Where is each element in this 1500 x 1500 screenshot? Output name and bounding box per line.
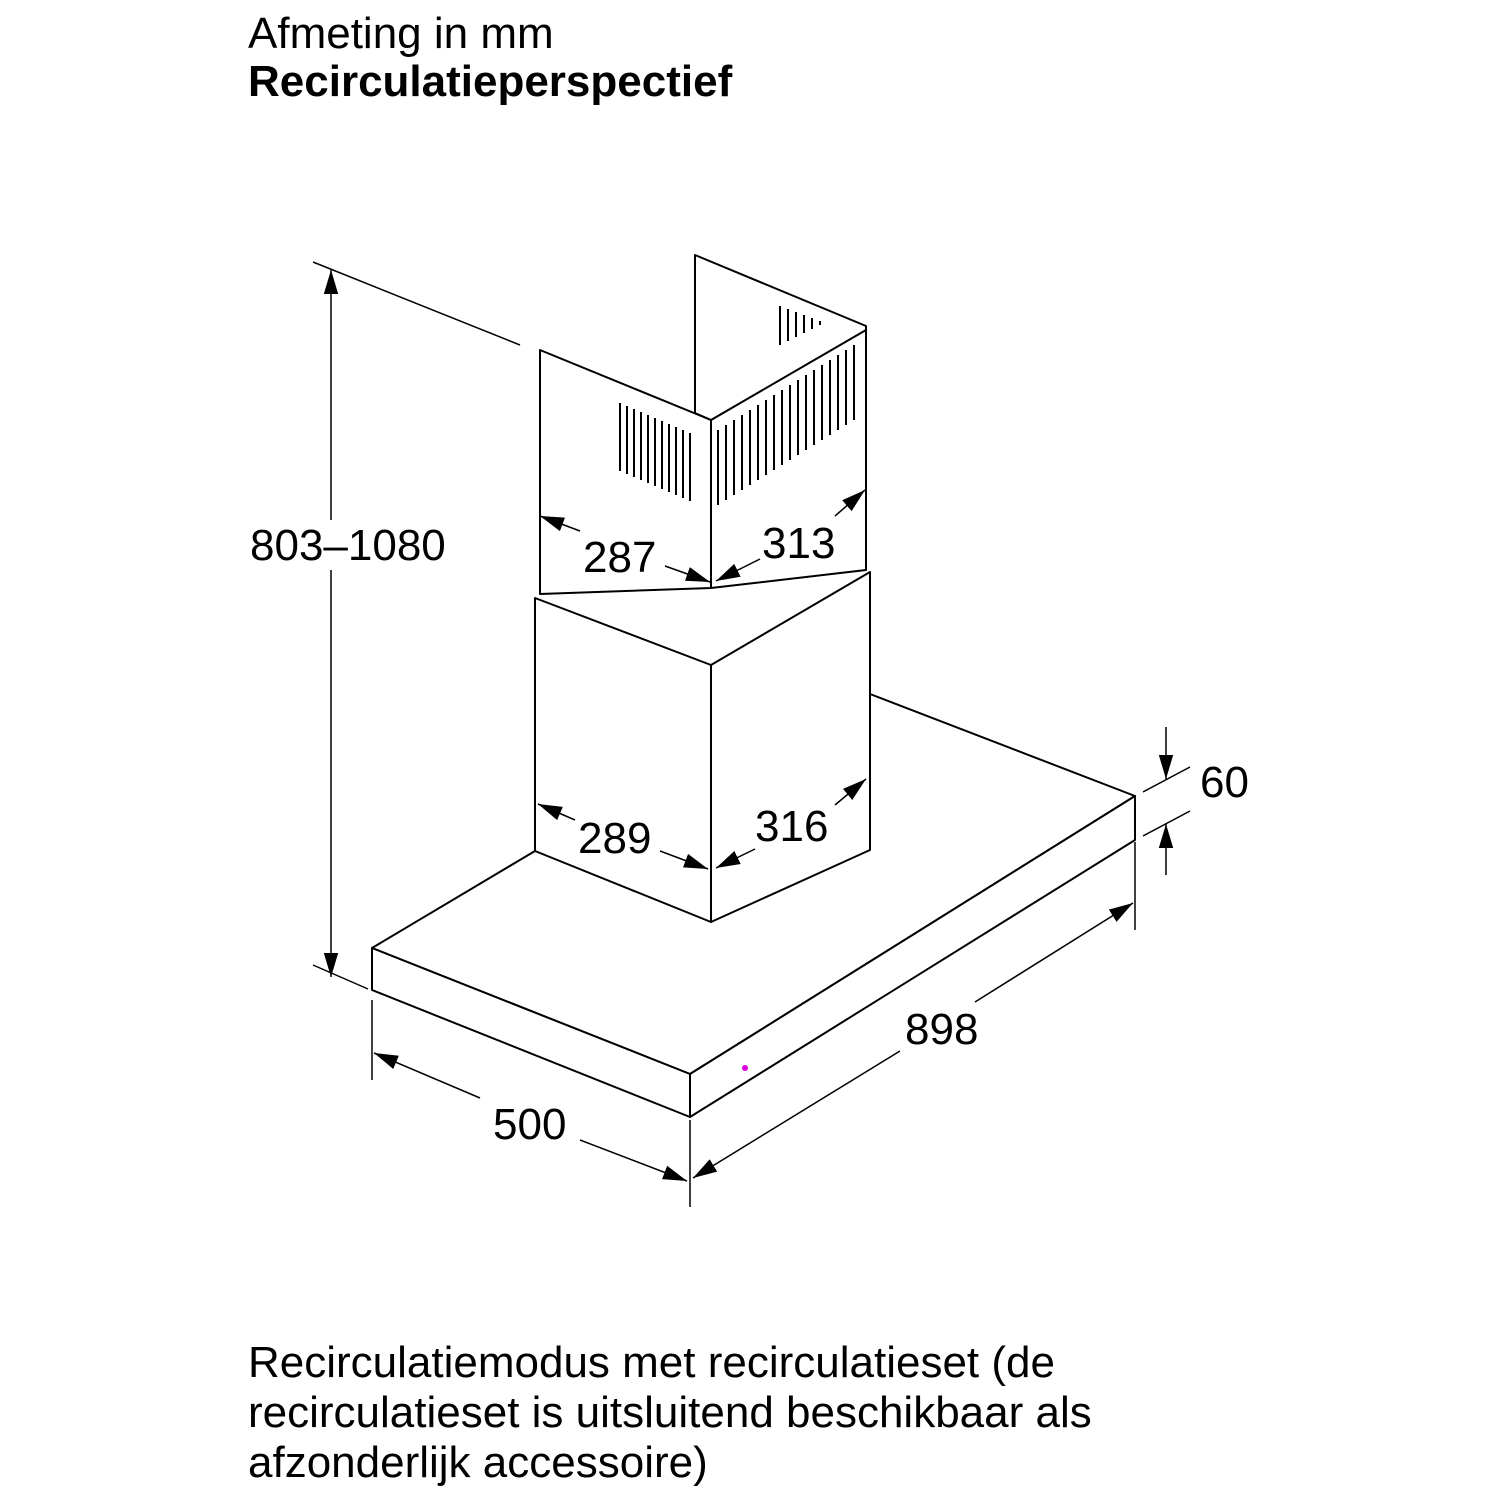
thickness-extension-top	[1142, 766, 1191, 793]
caption-line: recirculatieset is uitsluitend beschikba…	[248, 1388, 1092, 1437]
canopy-right-face	[689, 795, 1136, 1118]
lower-left-width-label: 289	[578, 814, 651, 863]
lower-right-width-label: 316	[755, 802, 828, 851]
thickness-label: 60	[1200, 758, 1249, 807]
upper-left-width-label: 287	[583, 533, 656, 582]
height-extension-bottom	[312, 964, 369, 990]
units-label: Afmeting in mm	[248, 9, 554, 58]
lower-right-dimension-line	[715, 848, 756, 869]
height-extension-top	[312, 261, 521, 346]
width-dimension-line	[692, 1050, 901, 1179]
vent-slots	[619, 306, 855, 505]
width-label: 898	[905, 1005, 978, 1054]
depth-label: 500	[493, 1100, 566, 1149]
upper-right-dimension-line	[715, 558, 761, 582]
recirculation-caption: Recirculatiemodus met recirculatieset (d…	[248, 1338, 1308, 1488]
hood-outline	[371, 254, 1136, 1118]
lower-chimney-right-face	[710, 571, 871, 923]
drawing-title: Recirculatieperspectief	[248, 57, 733, 106]
lower-left-dimension-line	[537, 803, 576, 821]
depth-dimension-line	[373, 1052, 481, 1099]
height-range-label: 803–1080	[250, 521, 446, 570]
caption-line: afzonderlijk accessoire)	[248, 1438, 708, 1487]
thickness-extension-bottom	[1142, 810, 1191, 837]
dimension-lines	[312, 261, 1191, 1207]
caption-line: Recirculatiemodus met recirculatieset (d…	[248, 1338, 1055, 1387]
upper-left-dimension-line	[539, 515, 581, 532]
indicator-dot	[742, 1065, 748, 1071]
upper-right-width-label: 313	[762, 519, 835, 568]
